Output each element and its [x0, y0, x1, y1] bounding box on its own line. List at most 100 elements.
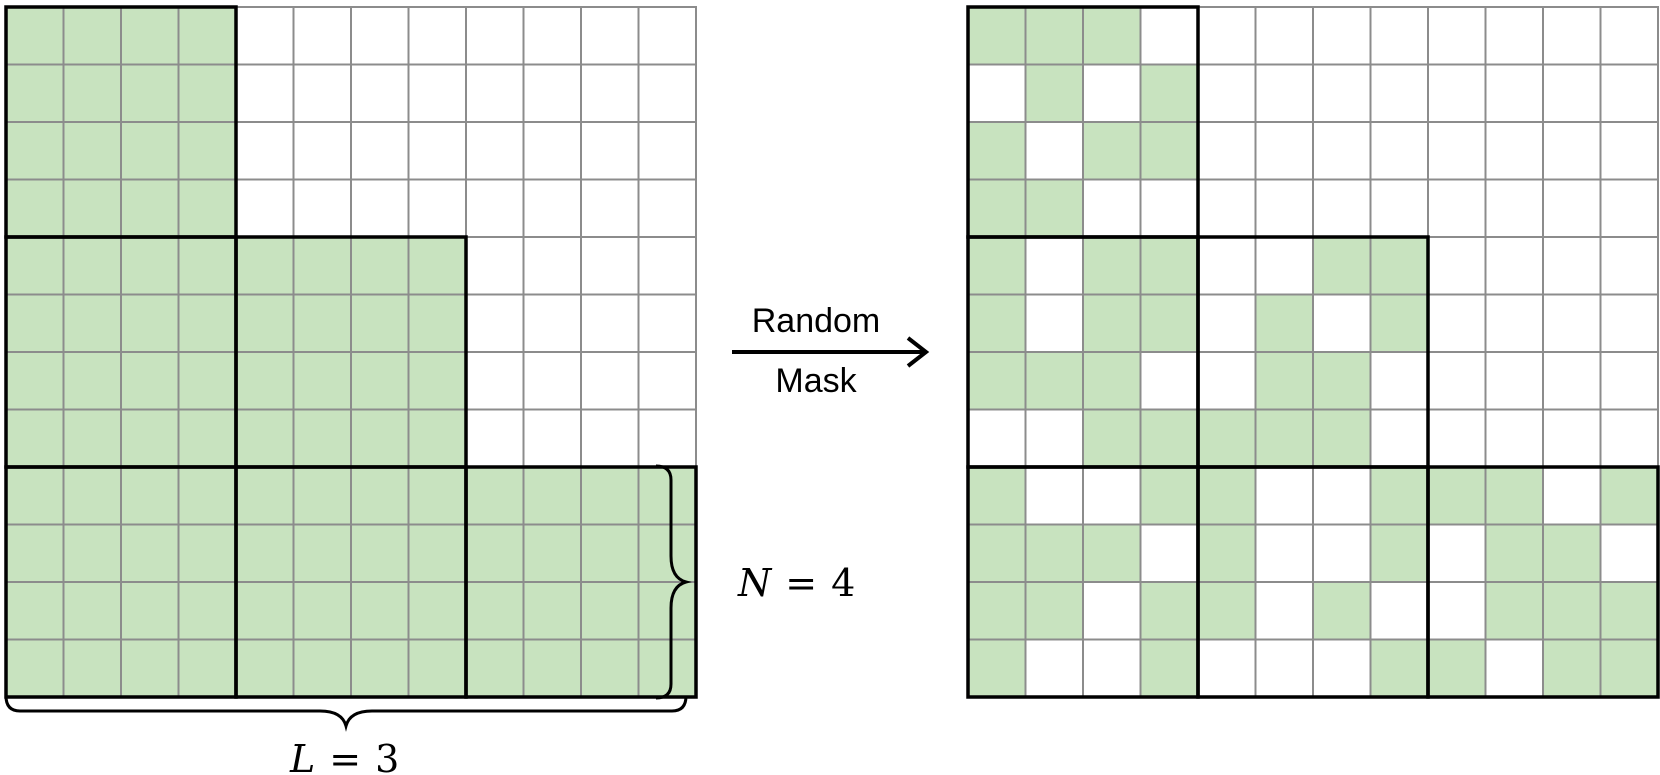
filled-cell: [1082, 6, 1142, 66]
filled-cell: [120, 638, 180, 698]
empty-cell: [1484, 178, 1544, 238]
empty-cell: [292, 6, 352, 66]
empty-cell: [1139, 523, 1199, 583]
empty-cell: [1484, 6, 1544, 66]
filled-cell: [1024, 581, 1084, 641]
empty-cell: [1197, 351, 1257, 411]
empty-cell: [580, 121, 640, 181]
filled-cell: [1312, 581, 1372, 641]
empty-cell: [1599, 121, 1659, 181]
empty-cell: [1369, 351, 1429, 411]
filled-cell: [1599, 638, 1659, 698]
filled-cell: [465, 523, 525, 583]
filled-cell: [407, 638, 467, 698]
empty-cell: [1254, 178, 1314, 238]
filled-cell: [177, 121, 237, 181]
empty-cell: [1254, 581, 1314, 641]
empty-cell: [637, 408, 697, 468]
empty-cell: [1312, 638, 1372, 698]
filled-cell: [967, 6, 1027, 66]
empty-cell: [637, 121, 697, 181]
filled-cell: [120, 408, 180, 468]
empty-cell: [1542, 236, 1602, 296]
empty-cell: [967, 408, 1027, 468]
empty-cell: [522, 6, 582, 66]
filled-cell: [1139, 63, 1199, 123]
empty-cell: [580, 408, 640, 468]
filled-cell: [465, 466, 525, 526]
empty-cell: [522, 293, 582, 353]
filled-cell: [637, 638, 697, 698]
empty-cell: [1484, 408, 1544, 468]
empty-cell: [580, 351, 640, 411]
empty-cell: [580, 178, 640, 238]
filled-cell: [62, 293, 122, 353]
empty-cell: [522, 236, 582, 296]
filled-cell: [177, 63, 237, 123]
empty-cell: [235, 178, 295, 238]
empty-cell: [292, 121, 352, 181]
filled-cell: [350, 408, 410, 468]
filled-cell: [5, 466, 65, 526]
empty-cell: [465, 408, 525, 468]
filled-cell: [5, 351, 65, 411]
empty-cell: [235, 121, 295, 181]
filled-cell: [177, 638, 237, 698]
empty-cell: [1599, 408, 1659, 468]
empty-cell: [1599, 178, 1659, 238]
filled-cell: [1254, 351, 1314, 411]
empty-cell: [1139, 351, 1199, 411]
empty-cell: [407, 121, 467, 181]
filled-cell: [120, 178, 180, 238]
filled-cell: [1542, 523, 1602, 583]
filled-cell: [350, 351, 410, 411]
filled-cell: [967, 638, 1027, 698]
empty-cell: [1082, 178, 1142, 238]
empty-cell: [1542, 293, 1602, 353]
filled-cell: [62, 466, 122, 526]
empty-cell: [1599, 293, 1659, 353]
filled-cell: [407, 408, 467, 468]
filled-cell: [1312, 236, 1372, 296]
filled-cell: [292, 466, 352, 526]
filled-cell: [235, 236, 295, 296]
empty-cell: [465, 293, 525, 353]
empty-cell: [1197, 236, 1257, 296]
empty-cell: [1312, 178, 1372, 238]
empty-cell: [407, 178, 467, 238]
empty-cell: [1369, 178, 1429, 238]
filled-cell: [1484, 581, 1544, 641]
empty-cell: [1427, 523, 1487, 583]
filled-cell: [637, 523, 697, 583]
arrow-label-mask: Mask: [775, 362, 857, 400]
empty-cell: [1312, 293, 1372, 353]
left-causal-mask-matrix: [4, 5, 698, 699]
filled-cell: [1024, 523, 1084, 583]
empty-cell: [1599, 63, 1659, 123]
empty-cell: [1139, 6, 1199, 66]
filled-cell: [1139, 236, 1199, 296]
filled-cell: [62, 351, 122, 411]
filled-cell: [5, 236, 65, 296]
empty-cell: [580, 6, 640, 66]
filled-cell: [1139, 293, 1199, 353]
empty-cell: [1427, 236, 1487, 296]
empty-cell: [637, 351, 697, 411]
block-border: [464, 465, 698, 699]
filled-cell: [62, 63, 122, 123]
filled-cell: [120, 523, 180, 583]
empty-cell: [1082, 581, 1142, 641]
empty-cell: [1254, 638, 1314, 698]
filled-cell: [967, 178, 1027, 238]
empty-cell: [1427, 63, 1487, 123]
empty-cell: [1599, 523, 1659, 583]
filled-cell: [967, 293, 1027, 353]
empty-cell: [1312, 63, 1372, 123]
empty-cell: [1369, 63, 1429, 123]
filled-cell: [5, 581, 65, 641]
filled-cell: [407, 236, 467, 296]
empty-cell: [1082, 638, 1142, 698]
empty-cell: [350, 6, 410, 66]
filled-cell: [1484, 466, 1544, 526]
